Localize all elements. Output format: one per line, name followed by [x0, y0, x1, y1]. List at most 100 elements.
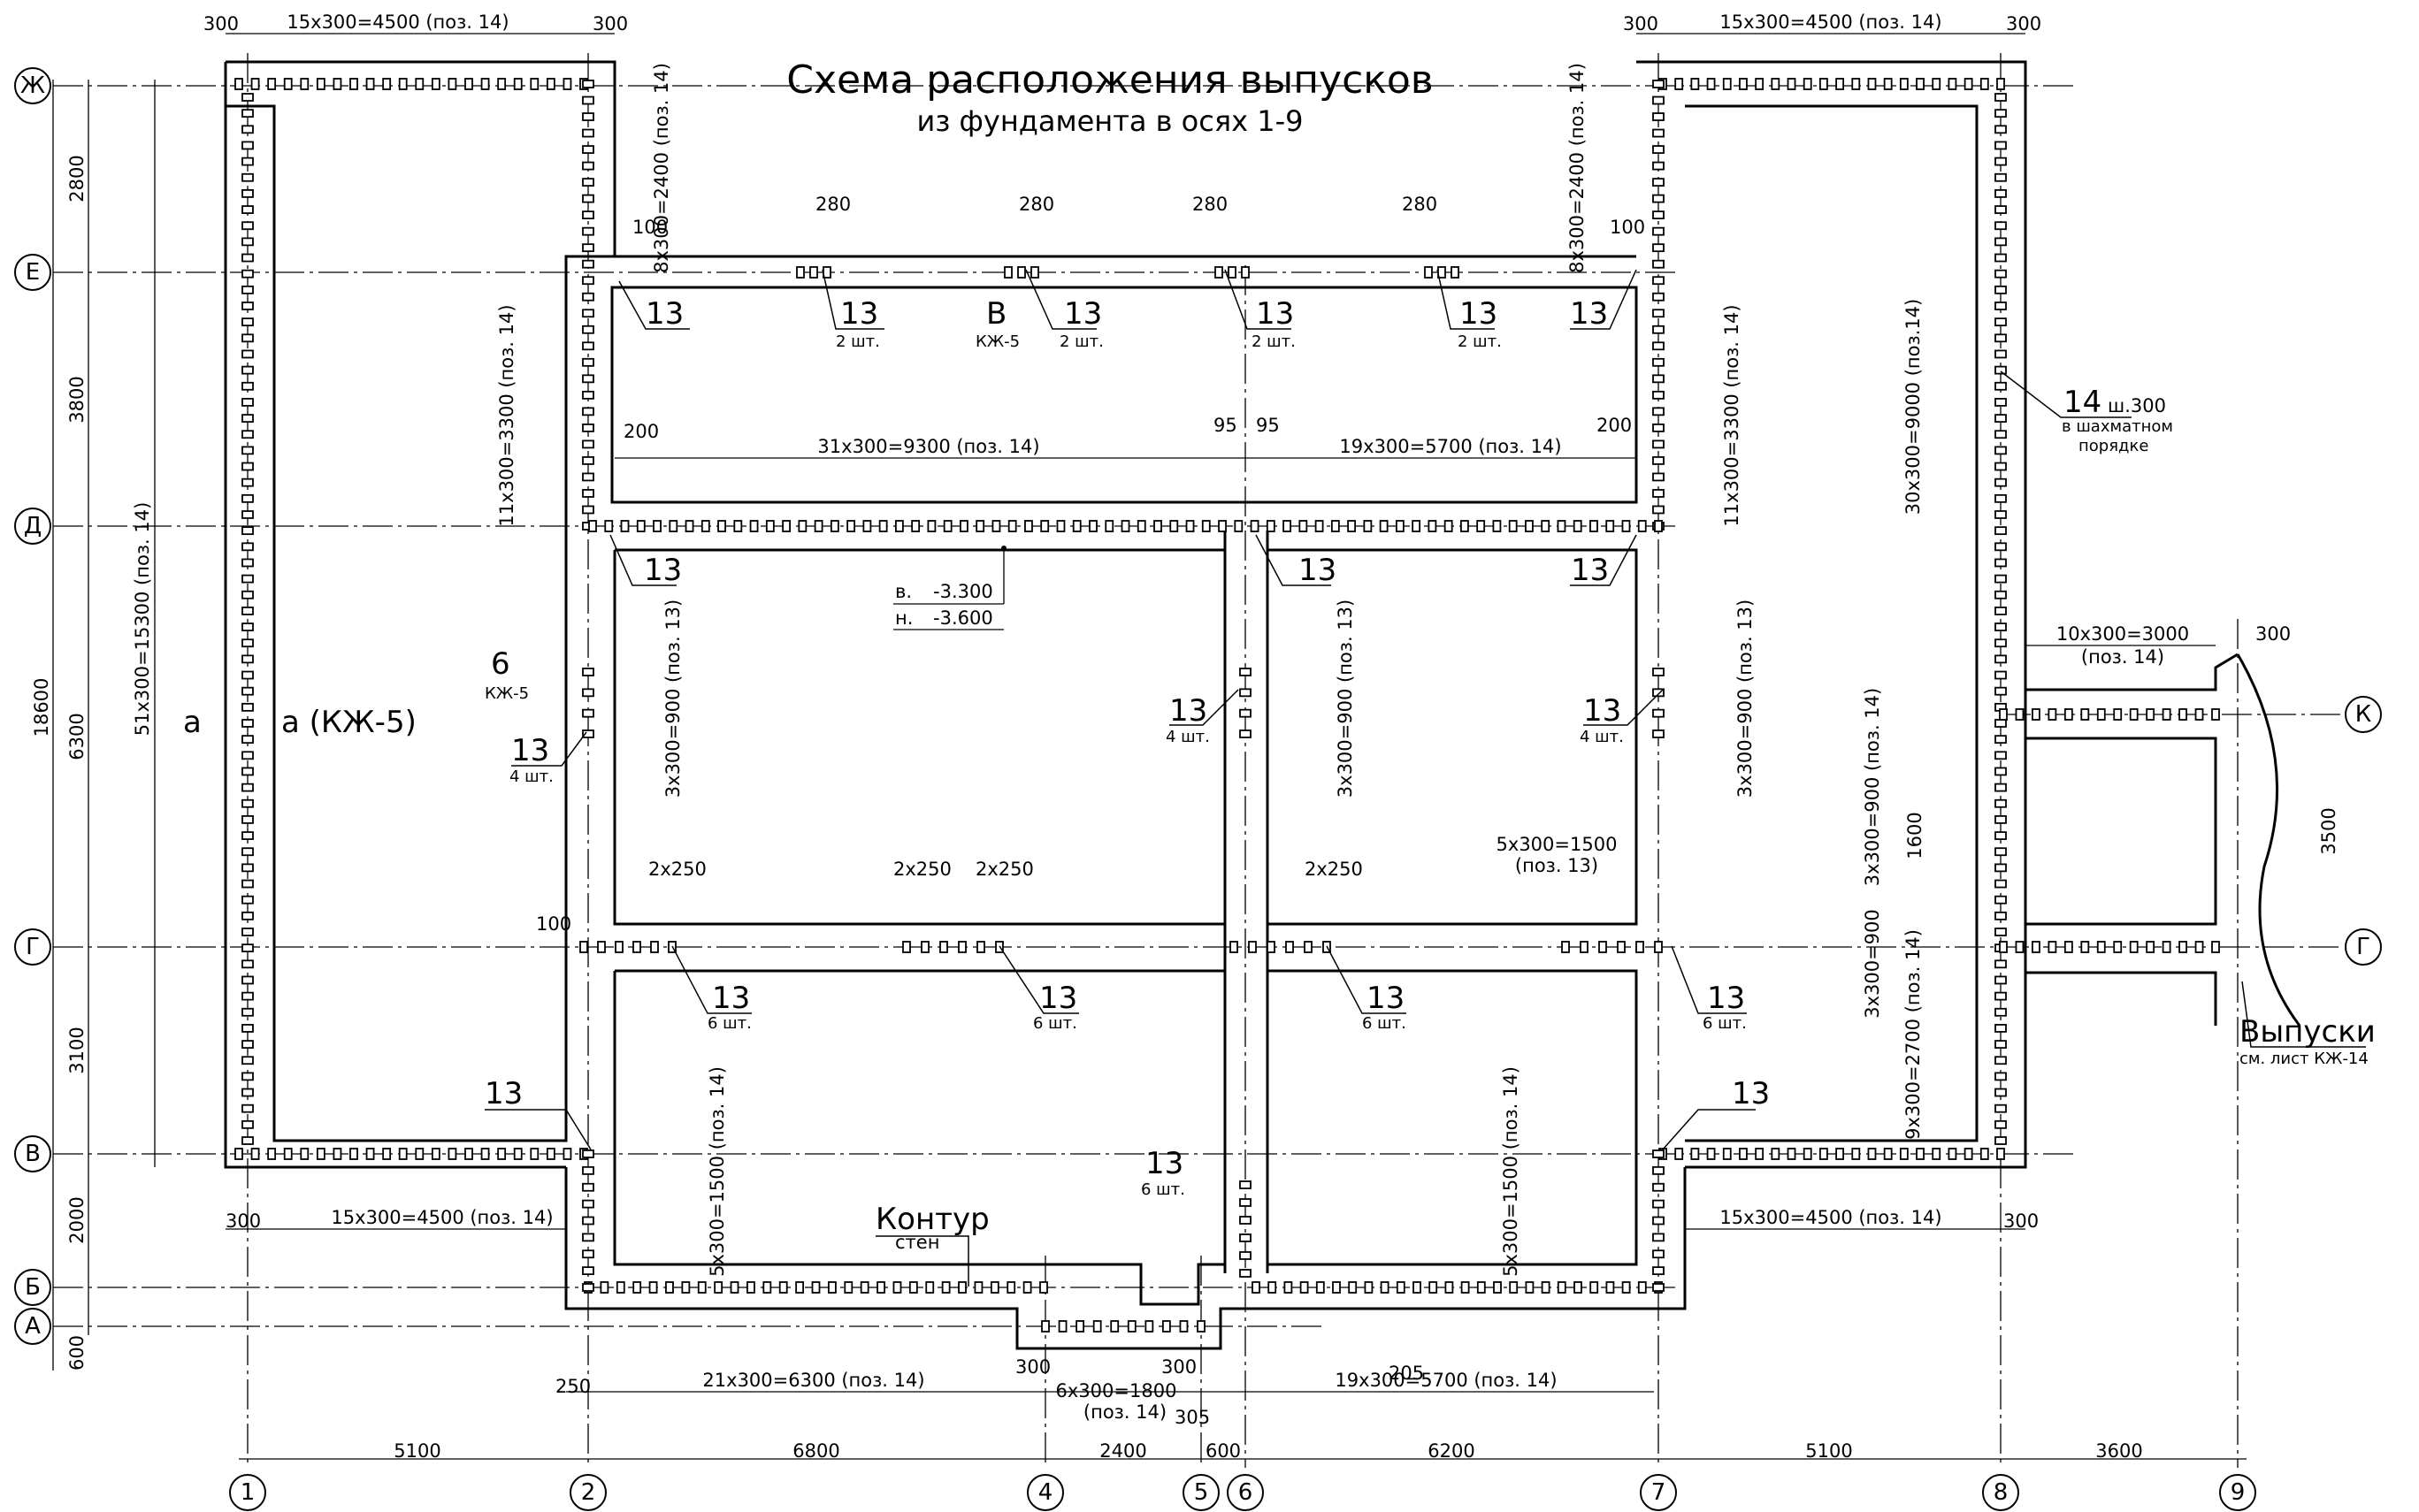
rebar-outlet	[241, 943, 254, 953]
rebar-outlet	[582, 357, 594, 367]
rebar-outlet	[241, 847, 254, 857]
rebar-outlet	[749, 520, 759, 532]
rebar-outlet	[1994, 381, 2007, 391]
rebar-outlet	[1239, 729, 1252, 738]
section-b-sheet: КЖ-5	[976, 332, 1020, 351]
rebar-outlet	[700, 520, 710, 532]
run-19x300: 19x300=5700 (поз. 14)	[1339, 436, 1561, 457]
rebar-outlet	[241, 686, 254, 696]
rebar-outlet	[911, 520, 921, 532]
rebar-outlet	[1598, 941, 1607, 953]
rebar-outlet	[1652, 439, 1665, 449]
bottom-span-8-9: 3600	[2095, 1440, 2142, 1462]
rebar-outlet	[1652, 668, 1665, 676]
rebar-outlet	[1994, 205, 2007, 214]
rebar-outlet	[2129, 941, 2139, 953]
rebar-outlet	[1024, 520, 1033, 532]
rebar-outlet	[1994, 172, 2007, 182]
rebar-outlet	[830, 520, 839, 532]
dim-280-4: 280	[1402, 194, 1437, 215]
rebar-outlet	[1121, 520, 1130, 532]
left-span-zh-e: 2800	[66, 155, 88, 202]
rebar-outlet	[2113, 708, 2123, 721]
rebar-outlet	[448, 78, 457, 90]
col-a-right: 3x300=900 (поз. 13)	[1734, 599, 1756, 798]
rebar-outlet	[241, 558, 254, 568]
rebar-outlet	[2194, 708, 2204, 721]
rebar-outlet	[241, 93, 254, 102]
qty-c2: 4 шт.	[1166, 728, 1210, 746]
bottom-run-b-pos: (поз. 14)	[1083, 1401, 1167, 1423]
rebar-outlet	[431, 1148, 440, 1160]
rebar-outlet	[1056, 520, 1066, 532]
rebar-outlet	[2096, 708, 2106, 721]
k-gap: 1600	[1904, 812, 1925, 859]
rebar-outlet	[241, 157, 254, 166]
rebar-outlet	[241, 1136, 254, 1145]
wall-contours	[224, 60, 2301, 1350]
left-total-rebar: 51x300=15300 (поз. 14)	[132, 502, 153, 737]
axis-label-1: 1	[241, 1479, 256, 1506]
section-6-sheet: КЖ-5	[485, 684, 529, 703]
rebar-outlet	[588, 520, 597, 532]
rebar-outlet	[733, 520, 743, 532]
rebar-outlet	[648, 1281, 658, 1294]
rebar-outlet	[1652, 128, 1665, 138]
rebar-outlet	[582, 708, 594, 718]
rebar-outlet	[2063, 708, 2073, 721]
rebar-outlet	[1994, 879, 2007, 889]
rebar-outlet	[582, 456, 594, 465]
rebar-outlet	[1267, 1281, 1277, 1294]
rebar-outlet	[1964, 1148, 1973, 1160]
vert-left-11x300: 11x300=3300 (поз. 14)	[496, 304, 517, 526]
rebar-outlet	[241, 959, 254, 969]
rebar-outlet	[1652, 374, 1665, 384]
rebar-outlet	[582, 210, 594, 220]
rebar-outlet	[990, 1281, 999, 1294]
rebar-outlet	[1621, 1281, 1631, 1294]
rebar-outlet	[1652, 178, 1665, 187]
rebar-outlet	[1239, 1233, 1252, 1242]
callout-13-d1: 13	[644, 553, 682, 588]
rebar-outlet	[1722, 78, 1732, 90]
rebar-outlet	[241, 991, 254, 1001]
rebar-outlet	[283, 78, 293, 90]
rebar-outlet	[283, 1148, 293, 1160]
dim-300-b: 300	[1015, 1356, 1051, 1378]
rebar-outlet	[349, 1148, 358, 1160]
callout-13-e5: 13	[1459, 296, 1497, 332]
bottom-left-run: 15x300=4500 (поз. 14)	[331, 1207, 553, 1228]
rebar-outlet	[398, 78, 408, 90]
rebar-outlet	[241, 526, 254, 536]
rebar-outlet	[636, 520, 646, 532]
rebar-outlets	[234, 78, 2220, 1333]
qty-g3: 6 шт.	[1362, 1014, 1406, 1033]
rebar-outlet	[2063, 941, 2073, 953]
rebar-outlet	[398, 1148, 408, 1160]
rebar-outlet	[1299, 1281, 1309, 1294]
rebar-outlet	[1561, 941, 1570, 953]
rebar-outlet	[1652, 489, 1665, 498]
rebar-outlet	[1994, 157, 2007, 166]
rebar-outlet	[241, 302, 254, 310]
rebar-outlet	[782, 520, 791, 532]
axis-label-b: Б	[25, 1274, 41, 1301]
rebar-outlet	[582, 325, 594, 334]
rebar-outlet	[582, 1249, 594, 1259]
rebar-outlet	[1525, 520, 1534, 532]
dim-200-left: 200	[624, 421, 659, 442]
rebar-outlet	[1652, 145, 1665, 154]
rebar-outlet	[2178, 708, 2187, 721]
rebar-outlet	[241, 253, 254, 263]
rebar-outlet	[582, 194, 594, 203]
rebar-outlet	[1994, 751, 2007, 760]
rebar-outlet	[316, 1148, 325, 1160]
callout-14-note2: порядке	[2078, 437, 2148, 455]
rebar-outlet	[1739, 78, 1748, 90]
rebar-outlet	[976, 941, 985, 953]
rebar-outlet	[241, 462, 254, 471]
rebar-outlet	[939, 941, 948, 953]
dim-305: 305	[1175, 1407, 1210, 1428]
rebar-outlet	[241, 1088, 254, 1097]
